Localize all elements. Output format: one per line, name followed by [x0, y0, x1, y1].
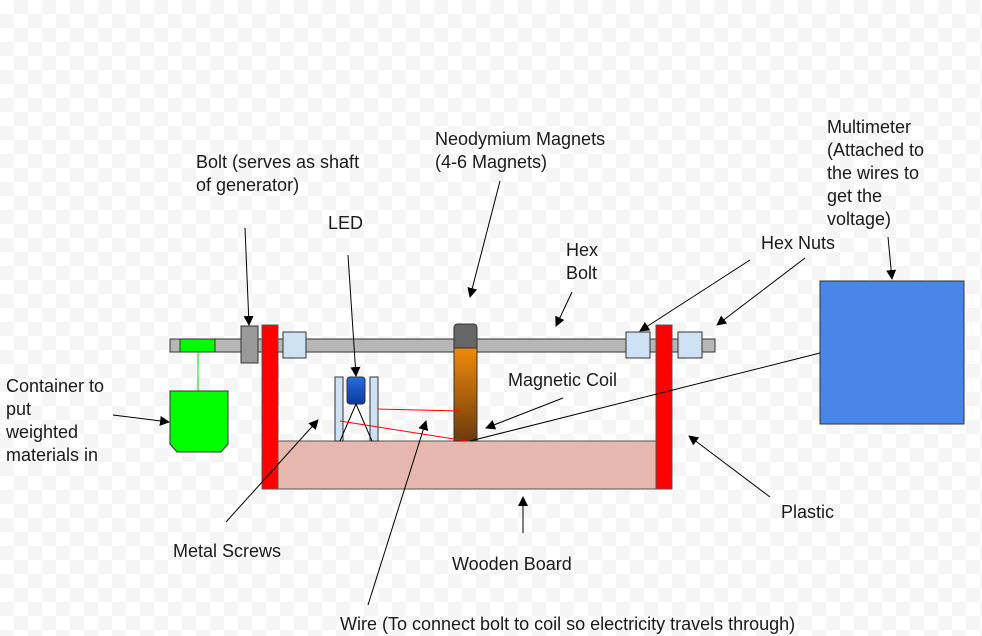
plastic-wall-left	[261, 324, 279, 490]
label-container: Container to put weighted materials in	[6, 376, 105, 465]
weight-container	[169, 390, 229, 453]
label-wire: Wire (To connect bolt to coil so electri…	[340, 614, 796, 634]
arrow-multimeter	[886, 236, 897, 280]
arrow-magnets	[467, 180, 501, 298]
multimeter	[819, 280, 965, 425]
wire-upper	[377, 408, 462, 412]
plastic-wall-right	[655, 324, 673, 490]
arrow-led	[347, 254, 361, 377]
label-plastic: Plastic	[781, 502, 835, 522]
hex-nut-right-inner	[625, 331, 651, 359]
hex-nut-right-outer	[677, 331, 703, 359]
arrow-wire	[367, 420, 429, 606]
arrow-hex-nut-2	[716, 257, 806, 326]
led-leg-right	[355, 403, 373, 442]
arrow-bolt	[243, 227, 254, 326]
magnet-cap	[453, 323, 478, 349]
led	[346, 376, 366, 405]
label-led: LED	[328, 213, 364, 233]
label-hex-bolt: Hex Bolt	[566, 240, 599, 283]
wire-lower	[339, 420, 468, 442]
wooden-board	[277, 440, 657, 490]
arrow-plastic	[688, 435, 771, 498]
container-collar	[179, 338, 216, 353]
label-neodymium-magnets: Neodymium Magnets (4-6 Magnets)	[435, 129, 606, 172]
label-wooden-board: Wooden Board	[452, 554, 572, 574]
label-multimeter: Multimeter (Attached to the wires to get…	[827, 117, 925, 229]
label-magnetic-coil: Magnetic Coil	[508, 370, 618, 390]
arrow-hex-nut-1	[639, 259, 751, 332]
arrow-container	[112, 414, 170, 426]
label-bolt: Bolt (serves as shaft of generator)	[196, 152, 360, 195]
metal-screw-right	[369, 376, 379, 442]
label-hex-nuts: Hex Nuts	[761, 233, 836, 253]
arrow-metal-screws	[225, 419, 319, 523]
bolt-piece	[240, 325, 259, 364]
hex-nut-left	[282, 331, 307, 359]
metal-screw-left	[334, 376, 344, 442]
magnet-coil	[453, 347, 478, 442]
arrow-magnetic-coil	[485, 397, 564, 430]
arrow-hex-bolt	[555, 291, 573, 327]
multimeter-wire	[469, 352, 821, 442]
label-metal-screws: Metal Screws	[173, 541, 282, 561]
